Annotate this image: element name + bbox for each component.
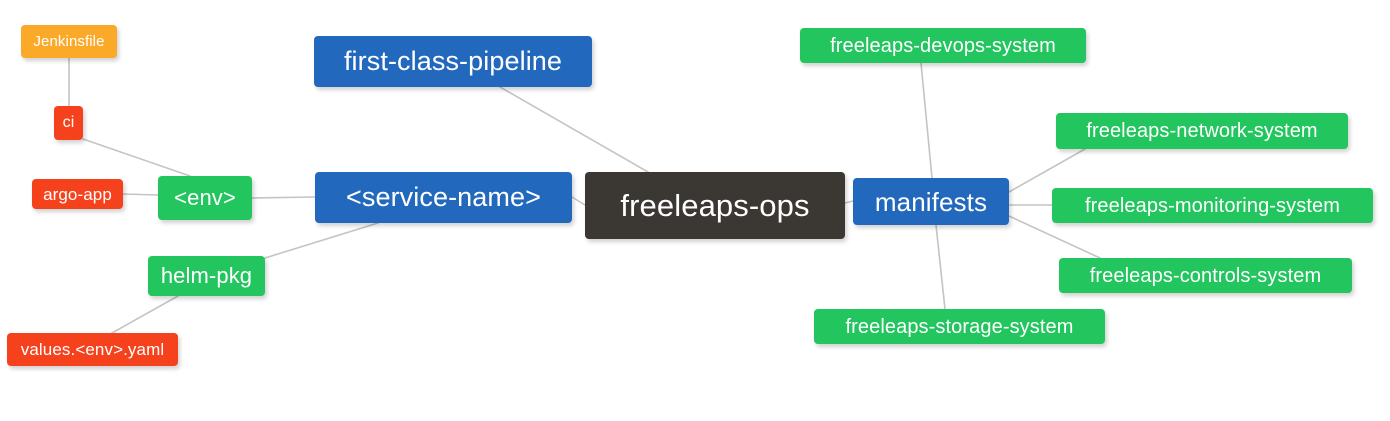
node-env[interactable]: <env> xyxy=(158,176,252,220)
edge-helm-pkg-to-values-env-yaml xyxy=(111,295,179,334)
node-label-env: <env> xyxy=(174,185,236,210)
node-manifests[interactable]: manifests xyxy=(853,178,1009,225)
node-freeleaps-monitoring-system[interactable]: freeleaps-monitoring-system xyxy=(1052,188,1373,223)
node-label-freeleaps-controls-system: freeleaps-controls-system xyxy=(1089,264,1322,287)
edge-freeleaps-ops-to-service-name xyxy=(571,196,586,206)
edge-manifests-to-freeleaps-storage-system xyxy=(935,224,946,310)
node-label-freeleaps-storage-system: freeleaps-storage-system xyxy=(845,315,1074,338)
node-freeleaps-controls-system[interactable]: freeleaps-controls-system xyxy=(1059,258,1352,293)
node-freeleaps-storage-system[interactable]: freeleaps-storage-system xyxy=(814,309,1105,344)
node-label-argo-app: argo-app xyxy=(43,184,112,204)
edge-env-to-argo-app xyxy=(122,193,159,196)
edge-manifests-to-freeleaps-network-system xyxy=(1008,148,1086,193)
node-argo-app[interactable]: argo-app xyxy=(32,179,123,209)
node-label-helm-pkg: helm-pkg xyxy=(160,263,253,288)
node-label-first-class-pipeline: first-class-pipeline xyxy=(343,46,563,76)
node-freeleaps-ops[interactable]: freeleaps-ops xyxy=(585,172,845,239)
node-freeleaps-devops-system[interactable]: freeleaps-devops-system xyxy=(800,28,1086,63)
node-values-env-yaml[interactable]: values.<env>.yaml xyxy=(7,333,178,366)
node-label-service-name: <service-name> xyxy=(346,182,541,212)
node-label-ci: ci xyxy=(62,114,75,131)
edge-manifests-to-freeleaps-devops-system xyxy=(920,62,933,179)
node-label-freeleaps-network-system: freeleaps-network-system xyxy=(1086,120,1318,142)
node-freeleaps-network-system[interactable]: freeleaps-network-system xyxy=(1056,113,1348,149)
edge-env-to-ci xyxy=(82,138,191,177)
node-helm-pkg[interactable]: helm-pkg xyxy=(148,256,265,296)
node-label-freeleaps-devops-system: freeleaps-devops-system xyxy=(830,34,1056,57)
node-label-jenkinsfile: Jenkinsfile xyxy=(33,33,105,50)
node-label-values-env-yaml: values.<env>.yaml xyxy=(20,340,165,359)
edge-freeleaps-ops-to-first-class-pipeline xyxy=(499,86,649,173)
node-service-name[interactable]: <service-name> xyxy=(315,172,572,223)
edge-service-name-to-helm-pkg xyxy=(264,222,379,259)
node-label-freeleaps-ops: freeleaps-ops xyxy=(620,188,810,223)
node-jenkinsfile[interactable]: Jenkinsfile xyxy=(21,25,117,58)
node-label-manifests: manifests xyxy=(874,186,988,217)
edge-freeleaps-ops-to-manifests xyxy=(844,200,854,204)
node-label-freeleaps-monitoring-system: freeleaps-monitoring-system xyxy=(1084,194,1340,217)
node-ci[interactable]: ci xyxy=(54,106,83,140)
edge-service-name-to-env xyxy=(251,196,316,199)
node-first-class-pipeline[interactable]: first-class-pipeline xyxy=(314,36,592,87)
